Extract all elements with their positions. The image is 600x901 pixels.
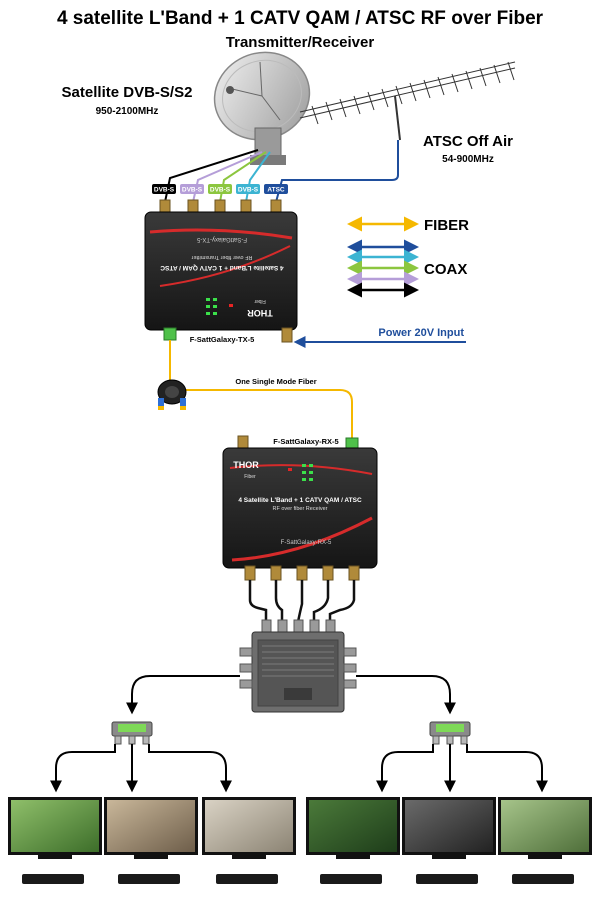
power-label: Power 20V Input (378, 327, 464, 339)
transmitter-model: F-SattGalaxy-TX-5 (190, 335, 255, 344)
fiber-spool-icon (157, 379, 187, 410)
splitter-left-icon (111, 721, 153, 745)
coax-cables-bottom (248, 580, 356, 623)
receiver-line1: 4 Satellite L'Band + 1 CATV QAM / ATSC (238, 497, 362, 504)
tv-4-icon (306, 797, 400, 859)
set-top-box-6-icon (512, 874, 574, 884)
legend-fiber-label: FIBER (424, 217, 469, 234)
fiber-link-label: One Single Mode Fiber (235, 377, 316, 386)
page-subtitle: Transmitter/Receiver (226, 34, 375, 51)
page-title: 4 satellite L'Band + 1 CATV QAM / ATSC R… (57, 8, 544, 29)
receiver-led-icon (302, 464, 313, 481)
coax-to-tvs (50, 744, 548, 793)
receiver-unit: THOR Fiber 4 Satellite L'Band + 1 CATV Q… (222, 435, 378, 581)
port-label-3: DVB-S (210, 187, 231, 194)
port-label-4: DVB-S (238, 187, 259, 194)
receiver-line2: RF over fiber Receiver (272, 506, 327, 512)
transmitter-unit: F-SattGalaxy-TX-5 4 Satellite L'Band + 1… (144, 199, 298, 343)
splitter-right-icon (429, 721, 471, 745)
transmitter-brand-sub: Fiber (254, 298, 266, 304)
transmitter-panel-model: F-SattGalaxy-TX-5 (196, 236, 247, 242)
set-top-box-2-icon (118, 874, 180, 884)
port-label-1: DVB-S (154, 187, 175, 194)
legend (347, 216, 419, 298)
antenna-title: ATSC Off Air (423, 133, 513, 150)
transmitter-line2: RF over fiber Transmitter (191, 254, 252, 260)
tv-3-icon (202, 797, 296, 859)
receiver-brand-logo: THOR (233, 460, 259, 470)
satellite-title: Satellite DVB-S/S2 (62, 84, 193, 101)
antenna-freq: 54-900MHz (442, 154, 494, 165)
set-top-box-5-icon (416, 874, 478, 884)
set-top-box-4-icon (320, 874, 382, 884)
multiswitch-icon (239, 619, 357, 713)
set-top-box-3-icon (216, 874, 278, 884)
legend-coax-label: COAX (424, 261, 467, 278)
coax-cables-top (164, 140, 399, 203)
tv-5-icon (402, 797, 496, 859)
receiver-panel-model: F-SattGalaxy-RX-5 (281, 540, 332, 546)
port-label-2: DVB-S (182, 187, 203, 194)
transmitter-line1: 4 Satellite L'Band + 1 CATV QAM / ATSC (160, 264, 284, 271)
atsc-antenna-icon (299, 61, 516, 141)
transmitter-brand-logo: THOR (247, 308, 273, 318)
transmitter-led-icon (206, 298, 217, 315)
port-labels: DVB-S DVB-S DVB-S DVB-S ATSC (152, 184, 288, 194)
satellite-dish-icon (213, 51, 311, 165)
tv-1-icon (8, 797, 102, 859)
set-top-box-1-icon (22, 874, 84, 884)
tv-2-icon (104, 797, 198, 859)
port-label-5: ATSC (267, 187, 285, 194)
satellite-freq: 950-2100MHz (96, 106, 159, 117)
fiber-cable (169, 340, 353, 440)
tv-6-icon (498, 797, 592, 859)
coax-to-splitters (126, 675, 456, 715)
set-top-boxes (22, 874, 574, 884)
receiver-model: F-SattGalaxy-RX-5 (273, 437, 338, 446)
receiver-brand-sub: Fiber (244, 474, 256, 480)
